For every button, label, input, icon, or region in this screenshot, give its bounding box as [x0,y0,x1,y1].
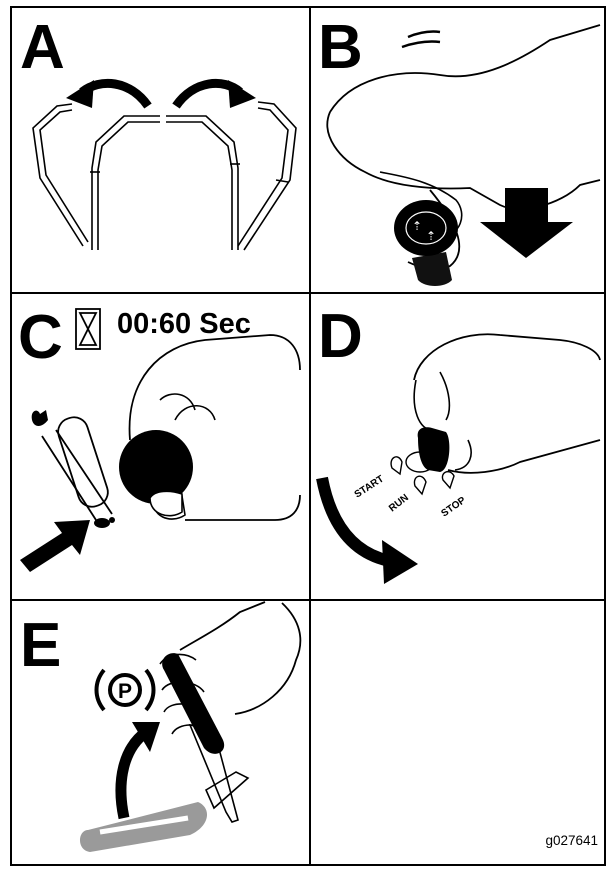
throttle-slot [42,414,112,520]
knob-rabbit-icon: ⇡ [412,219,422,233]
fold-right-arrow [176,80,256,108]
panel-a-letter: A [20,13,65,82]
panel-c: C 00:60 Sec [18,303,300,572]
switch-start-label: START [353,474,386,501]
choke-arrow [20,520,90,572]
fold-left-arrow [66,80,148,108]
push-down-arrow [480,188,573,258]
figure-id: g027641 [545,833,598,848]
panel-d-letter: D [318,302,363,371]
turtle-icon [94,517,115,528]
panel-e: E P [20,602,300,852]
pull-up-arrow [121,722,160,818]
panel-b-letter: B [318,13,363,82]
handlebar-left-outer [33,104,88,246]
throttle-knob: ⇡ ⇡ [394,200,458,286]
panel-c-letter: C [18,303,63,372]
handlebar-right-inner [166,116,240,250]
parking-brake-icon: P [97,670,154,710]
handlebar-left-inner [90,116,160,250]
panel-b: B ⇡ ⇡ [318,13,600,286]
panel-grid [11,7,605,865]
rabbit-icon [32,410,48,426]
knob-turtle-icon: ⇡ [426,229,436,243]
chain-bar [80,802,207,852]
hourglass-icon [76,309,100,349]
brake-lever [162,653,248,822]
panel-d: D START RUN STOP [318,302,600,584]
ignition-key [406,427,449,472]
panel-e-letter: E [20,611,61,680]
timer-text: 00:60 Sec [117,308,251,340]
panel-a: A [20,13,296,250]
parking-symbol: P [118,680,132,703]
switch-run-label: RUN [387,492,411,514]
handlebar-right-outer [238,102,296,250]
motion-lines [402,32,440,47]
switch-stop-label: STOP [439,495,468,520]
fingertip-c [150,491,182,515]
panel-empty: g027641 [545,833,598,848]
